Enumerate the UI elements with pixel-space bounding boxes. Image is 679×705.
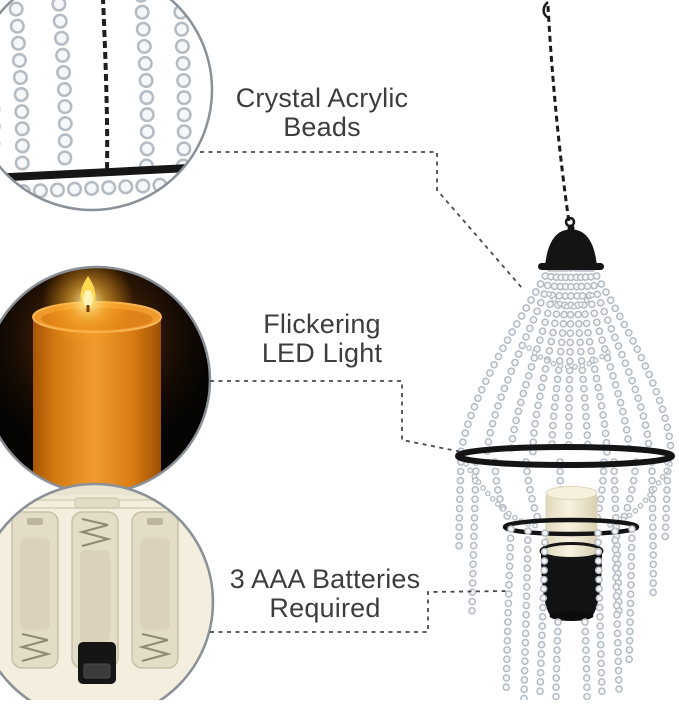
pillar-candle [545, 486, 598, 563]
callout-circle-border [0, 0, 214, 212]
leader-line-battery [210, 590, 510, 633]
upper-ring [455, 444, 675, 468]
canopy [538, 224, 604, 270]
leader-lines [200, 151, 523, 633]
leader-line-led [210, 380, 463, 453]
leader-line-beads [200, 151, 523, 289]
callout-beads-closeup [0, 0, 214, 212]
wick [86, 305, 90, 312]
battery-slot-2 [71, 511, 119, 669]
battery-contact [147, 518, 163, 525]
closeup-chain [100, 0, 110, 171]
battery-spring [138, 633, 172, 662]
power-switch [78, 642, 116, 684]
chandelier [455, 1, 675, 700]
upper-bead-strands [461, 268, 671, 452]
battery-spring [18, 633, 52, 662]
callout-led-closeup [0, 265, 212, 495]
battery-slot-3 [131, 511, 179, 669]
feature-label-battery: 3 AAA Batteries Required [229, 564, 421, 624]
hanging-chain [542, 1, 576, 228]
callout-circle-border [0, 482, 215, 705]
feature-label-led: Flickering LED Light [261, 309, 383, 369]
callout-battery-closeup [0, 482, 215, 705]
battery-slot-1 [11, 511, 59, 669]
lower-ring [502, 517, 640, 537]
feature-label-beads: Crystal Acrylic Beads [235, 83, 409, 143]
battery-spring [78, 518, 112, 547]
battery-contact [27, 518, 43, 525]
